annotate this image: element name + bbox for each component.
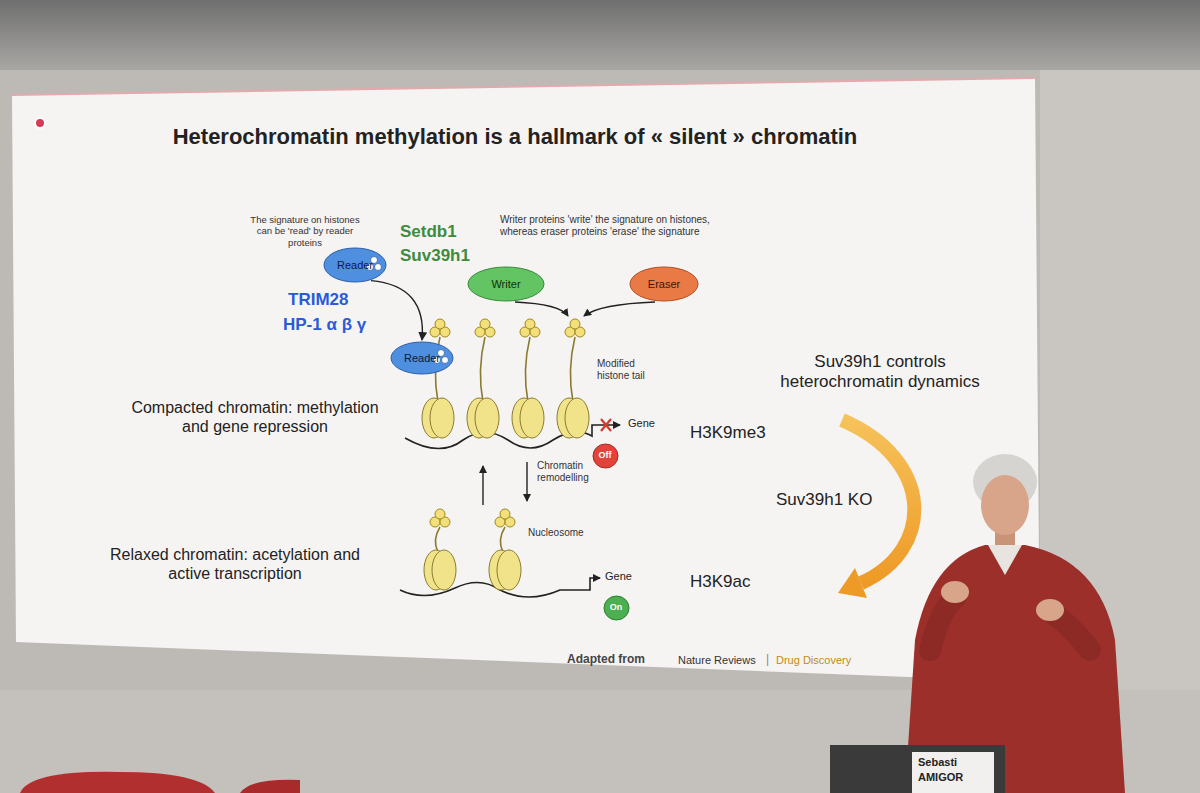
- state-label: Relaxed chromatin: acetylation and activ…: [110, 545, 360, 583]
- reader-ellipse: Reader: [323, 247, 387, 283]
- state-label: Compacted chromatin: methylation and gen…: [130, 398, 380, 436]
- annotation: The signature on histones can be 'read' …: [246, 214, 364, 248]
- node-shape: [630, 267, 698, 301]
- source-note: Nature Reviews: [678, 654, 756, 667]
- node-label: Writer: [491, 278, 520, 290]
- histone-mark: H3K9ac: [690, 572, 750, 592]
- annotation: Modified histone tail: [597, 358, 669, 382]
- name-plate: AMIGOR: [918, 771, 963, 784]
- node-text: On: [610, 603, 623, 613]
- annotation: Nucleosome: [528, 527, 584, 539]
- writer-ellipse: Writer: [467, 266, 545, 302]
- node-label: Eraser: [648, 278, 680, 290]
- annotation: Writer proteins 'write' the signature on…: [500, 214, 725, 238]
- eraser-ellipse: Eraser: [629, 266, 699, 302]
- node-shape: [324, 248, 386, 282]
- on-circle: On: [603, 595, 630, 621]
- name-plate: Sebasti: [918, 756, 957, 769]
- connector-arrow: [371, 281, 422, 340]
- node-text: Reader: [404, 352, 440, 364]
- node-shape: [593, 444, 618, 468]
- mark-bead: [375, 264, 382, 271]
- node-text: Eraser: [648, 278, 680, 290]
- protein-name: TRIM28: [288, 290, 348, 310]
- node-text: Reader: [337, 259, 373, 271]
- gene-label: Gene: [605, 570, 632, 583]
- annotation: Chromatin remodelling: [537, 460, 612, 484]
- histone-mark: H3K9me3: [690, 423, 766, 443]
- source-note: |: [766, 652, 769, 666]
- enzyme-name: Setdb1: [400, 222, 457, 242]
- source-note: Drug Discovery: [776, 654, 851, 667]
- arrow-label: Suv39h1 KO: [776, 490, 872, 510]
- node-label: Reader: [337, 259, 373, 271]
- mark-bead: [442, 357, 449, 364]
- statement: Suv39h1 controls heterochromatin dynamic…: [770, 352, 990, 393]
- off-circle: Off: [592, 443, 619, 469]
- node-label: On: [610, 603, 623, 613]
- node-shape: [468, 267, 544, 301]
- protein-name: HP-1 α β γ: [283, 315, 366, 335]
- node-label: Off: [599, 451, 612, 461]
- enzyme-name: Suv39h1: [400, 246, 470, 266]
- node-text: Writer: [491, 278, 520, 290]
- node-shape: [391, 342, 453, 374]
- slide-title: Heterochromatin methylation is a hallmar…: [20, 124, 1010, 150]
- node-label: Reader: [404, 352, 440, 364]
- reader-ellipse: Reader: [390, 341, 454, 375]
- gene-label: Gene: [628, 417, 655, 430]
- source-note: Adapted from: [567, 652, 645, 666]
- node-shape: [604, 596, 629, 620]
- node-text: Off: [599, 451, 612, 461]
